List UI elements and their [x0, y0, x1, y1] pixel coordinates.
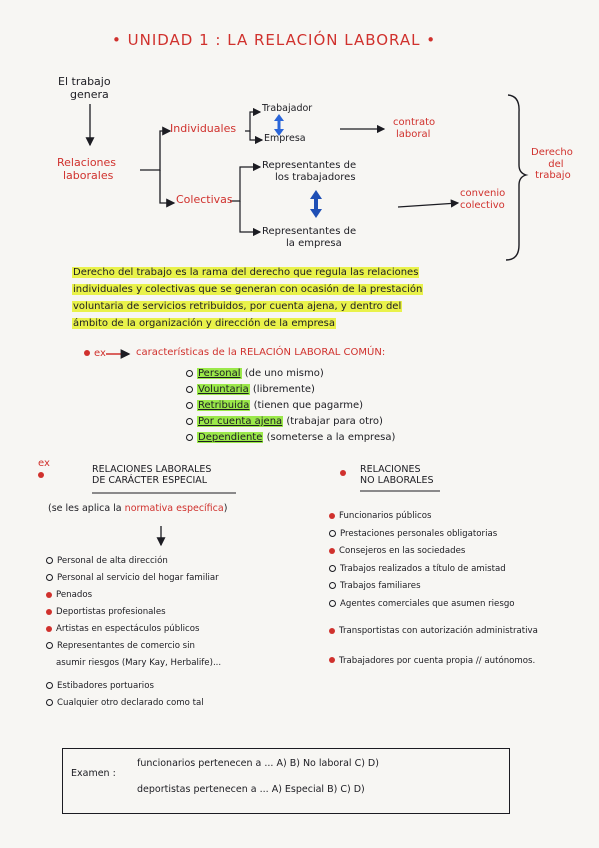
- trabajo-label: El trabajo genera: [58, 75, 111, 101]
- definition-line-4: ámbito de la organización y dirección de…: [72, 318, 336, 329]
- list-item: Prestaciones personales obligatorias: [329, 526, 538, 544]
- characteristics-heading: características de la RELACIÓN LABORAL C…: [136, 347, 386, 358]
- arrow-to-empresa: [249, 131, 264, 145]
- nonlabor-heading: RELACIONES NO LABORALES: [360, 464, 434, 486]
- definition-line-1: Derecho del trabajo es la rama del derec…: [72, 267, 420, 278]
- list-item: Cualquier otro declarado como tal: [46, 695, 221, 712]
- special-ex: ex: [38, 458, 50, 481]
- rep-trabajadores-label: Representantes de los trabajadores: [262, 160, 357, 183]
- list-item: Retribuida (tienen que pagarme): [186, 398, 395, 414]
- nonlabor-dots: [340, 468, 350, 480]
- individuales-label: Individuales: [170, 122, 237, 135]
- list-item: Estibadores portuarios: [46, 678, 221, 695]
- list-item: Dependiente (someterse a la empresa): [186, 430, 395, 446]
- convenio-colectivo-label: convenio colectivo: [460, 188, 506, 211]
- list-item: Trabajadores por cuenta propia // autóno…: [329, 653, 538, 671]
- list-item: Por cuenta ajena (trabajar para otro): [186, 414, 395, 430]
- brace-derecho: [505, 94, 529, 261]
- exam-box: Examen : funcionarios pertenecen a ... A…: [62, 748, 510, 814]
- exam-question-2: deportistas pertenecen a ... A) Especial…: [137, 784, 365, 795]
- definition-paragraph: Derecho del trabajo es la rama del derec…: [72, 264, 424, 332]
- arrow-to-colectivas: [159, 170, 176, 208]
- derecho-del-trabajo-label: Derecho del trabajo: [531, 147, 573, 181]
- list-item: Artistas en espectáculos públicos: [46, 621, 221, 638]
- colectivas-label: Colectivas: [176, 193, 233, 206]
- arrow-to-convenio: [397, 199, 460, 208]
- arrow-to-rep-trab: [230, 162, 262, 202]
- definition-line-2: individuales y colectivas que se generan…: [72, 284, 424, 295]
- contrato-laboral-label: contrato laboral: [393, 117, 436, 140]
- list-item: Transportistas con autorización administ…: [329, 623, 538, 641]
- characteristics-ex: ex: [84, 348, 106, 360]
- exam-question-1: funcionarios pertenecen a ... A) B) No l…: [137, 758, 379, 769]
- list-item: Personal (de uno mismo): [186, 366, 395, 382]
- list-item: Voluntaria (libremente): [186, 382, 395, 398]
- list-item: Deportistas profesionales: [46, 604, 221, 621]
- double-dot-icon: [84, 350, 90, 356]
- list-item: Representantes de comercio sin: [46, 638, 221, 655]
- nonlabor-list: Funcionarios públicos Prestaciones perso…: [329, 508, 538, 670]
- double-dot-icon: [38, 471, 44, 478]
- special-heading: RELACIONES LABORALES DE CARÁCTER ESPECIA…: [92, 464, 212, 486]
- empresa-label: Empresa: [264, 133, 306, 144]
- definition-line-3: voluntaria de servicios retribuidos, por…: [72, 301, 403, 312]
- list-item: Trabajos familiares: [329, 578, 538, 596]
- special-list: Personal de alta dirección Personal al s…: [46, 553, 221, 712]
- exam-label: Examen :: [71, 768, 116, 779]
- arrow-to-individuales: [140, 126, 172, 171]
- list-item: Penados: [46, 587, 221, 604]
- rep-empresa-label: Representantes de la empresa: [262, 226, 357, 249]
- list-item: Personal al servicio del hogar familiar: [46, 570, 221, 587]
- double-dot-icon: [340, 470, 346, 476]
- characteristics-list: Personal (de uno mismo) Voluntaria (libr…: [186, 366, 395, 446]
- trabajador-label: Trabajador: [262, 103, 313, 114]
- arrow-to-trabajador: [245, 107, 262, 132]
- list-item: asumir riesgos (Mary Kay, Herbalife)...: [56, 658, 222, 668]
- special-intro: (se les aplica la normativa específica): [48, 503, 228, 514]
- list-item: Personal de alta dirección: [46, 553, 221, 570]
- list-item: Agentes comerciales que asumen riesgo: [329, 596, 538, 614]
- list-item: Funcionarios públicos: [329, 508, 538, 526]
- list-item: Consejeros en las sociedades: [329, 543, 538, 561]
- arrow-to-rep-emp: [239, 201, 262, 237]
- list-item: Trabajos realizados a título de amistad: [329, 561, 538, 579]
- relaciones-laborales-label: Relaciones laborales: [57, 156, 117, 182]
- page-title: • UNIDAD 1 : LA RELACIÓN LABORAL •: [112, 31, 437, 49]
